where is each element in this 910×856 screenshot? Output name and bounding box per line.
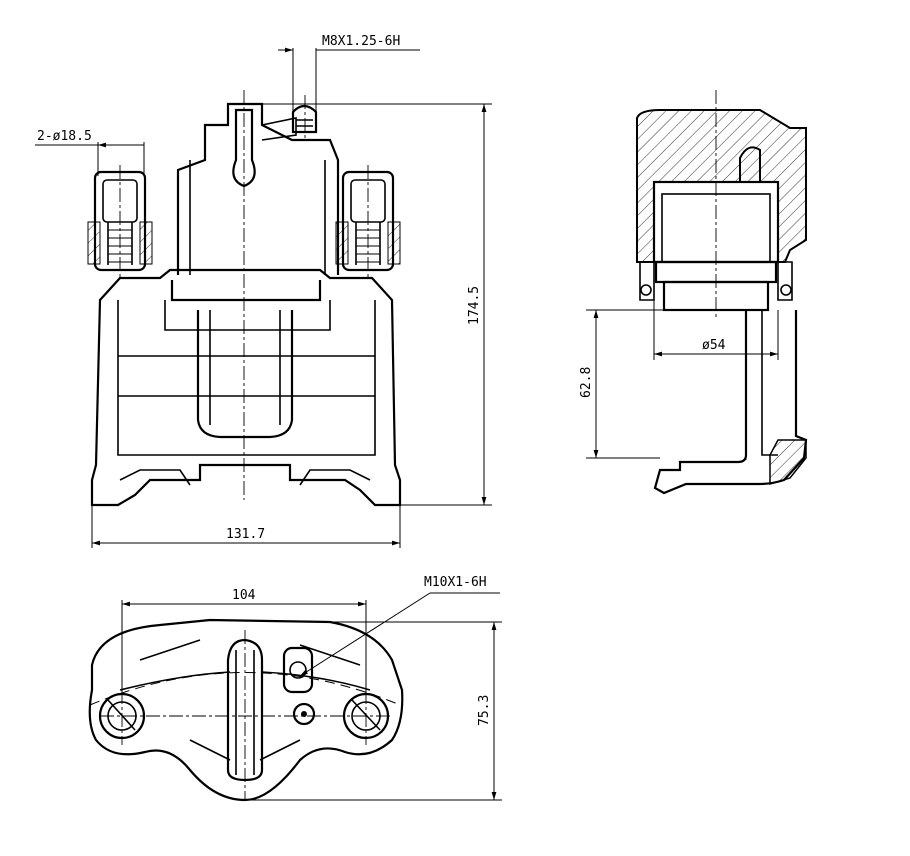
piston-offset-label: 62.8 xyxy=(579,367,594,398)
spacing-label: 104 xyxy=(232,588,256,603)
height-label: 174.5 xyxy=(467,286,482,325)
piston-diameter-label: ø54 xyxy=(702,338,726,353)
bore-diameter-label: 2-ø18.5 xyxy=(37,129,92,144)
depth-label: 75.3 xyxy=(477,695,492,726)
thread-top-label: M8X1.25-6H xyxy=(322,34,400,49)
width-label: 131.7 xyxy=(226,527,265,542)
thread-bottom-label: M10X1-6H xyxy=(424,575,487,590)
front-view: M8X1.25-6H 2-ø18.5 174.5 131.7 xyxy=(35,34,492,548)
section-view: ø54 62.8 xyxy=(579,90,808,495)
bottom-view: 104 M10X1-6H 75.3 xyxy=(88,575,502,802)
